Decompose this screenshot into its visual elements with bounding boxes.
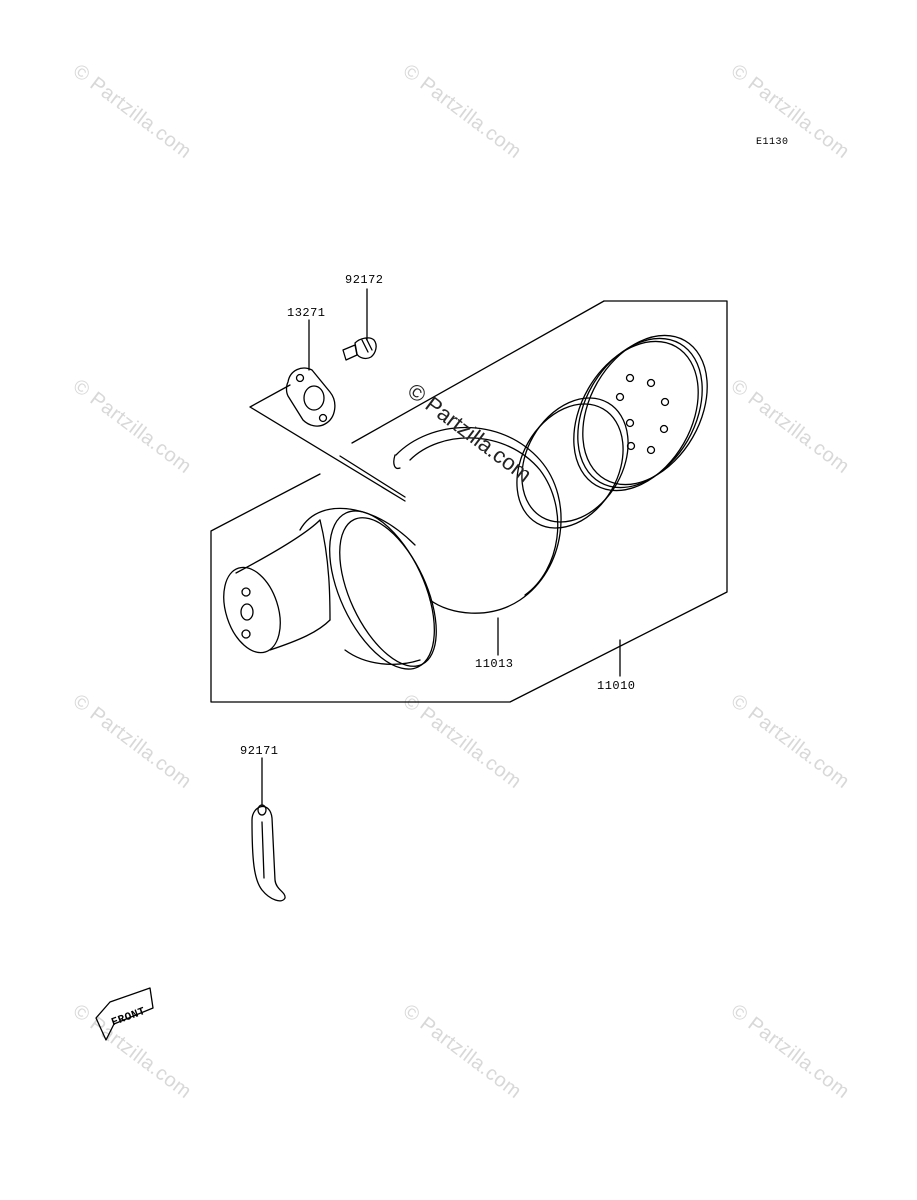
assembly-outline	[210, 300, 728, 703]
diagram-code: E1130	[756, 137, 789, 148]
part-label-92171[interactable]: 92171	[240, 744, 279, 758]
filter-housing-shape	[223, 507, 437, 670]
assembly-outline-upper	[351, 300, 605, 444]
clamp-strap-shape	[251, 804, 286, 902]
gasket-leader-box	[249, 384, 406, 502]
part-label-92172[interactable]: 92172	[345, 273, 384, 287]
cover-plate-shape	[573, 334, 708, 492]
part-label-11013[interactable]: 11013	[475, 657, 514, 671]
gasket-shape	[285, 367, 336, 427]
part-label-11010[interactable]: 11010	[597, 679, 636, 693]
filter-element-shape	[393, 426, 562, 614]
bolt-shape	[342, 337, 377, 361]
front-arrow-shape	[95, 987, 154, 1041]
part-label-13271[interactable]: 13271	[287, 306, 326, 320]
